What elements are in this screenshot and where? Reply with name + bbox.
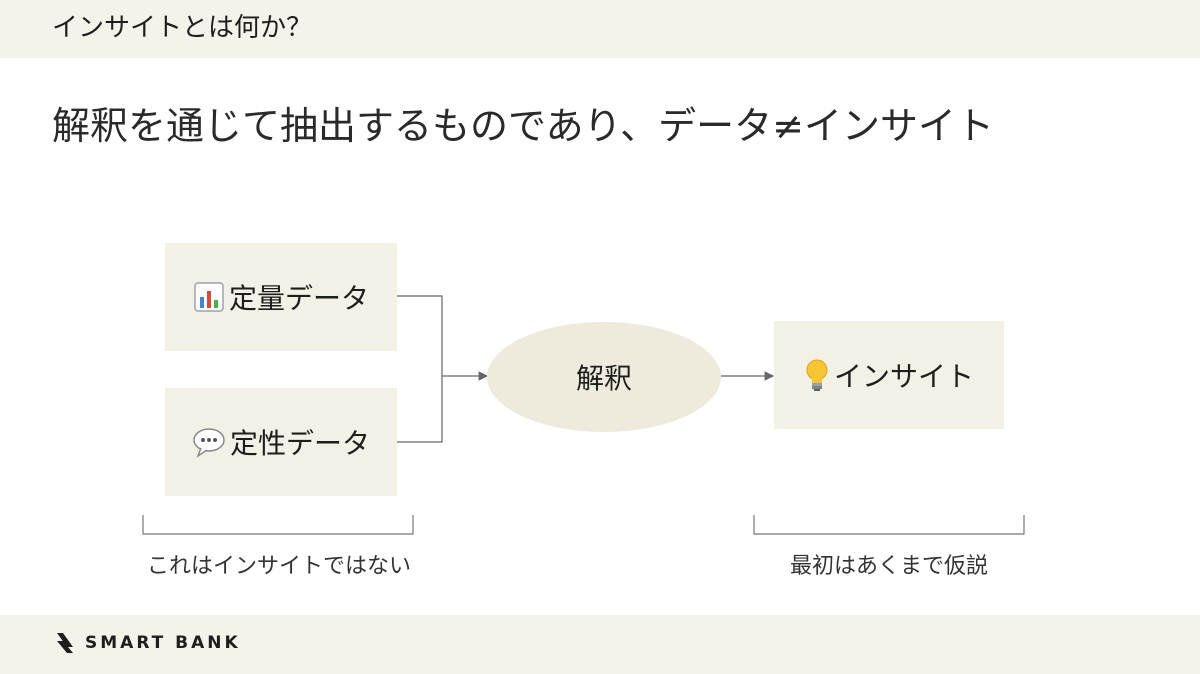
insight-box: インサイト: [774, 321, 1004, 429]
caption-left: これはインサイトではない: [146, 554, 411, 579]
connector-qual: [397, 376, 443, 443]
qualitative-data-label: 定性データ: [229, 427, 370, 460]
bracket-left: [142, 515, 414, 535]
logo-text: SMART BANK: [85, 633, 241, 653]
qualitative-data-box: 定性データ: [165, 388, 397, 496]
footer-bar: SMART BANK: [0, 615, 1200, 674]
header-bar: インサイトとは何か？: [0, 0, 1200, 58]
smartbank-logo-icon: [57, 633, 73, 653]
light-bulb-icon: [804, 358, 830, 392]
interpretation-ellipse: 解釈: [487, 322, 721, 432]
connector-quant: [397, 295, 443, 376]
headline: 解釈を通じて抽出するものであり、データ≠インサイト: [52, 104, 994, 148]
bar-chart-icon: [193, 281, 225, 313]
insight-label: インサイト: [833, 360, 974, 393]
quantitative-data-box: 定量データ: [165, 243, 397, 351]
caption-right: 最初はあくまで仮説: [789, 554, 988, 579]
logo: SMART BANK: [55, 631, 241, 655]
header-title: インサイトとは何か？: [52, 13, 313, 43]
quantitative-data-label: 定量データ: [228, 282, 369, 315]
speech-balloon-icon: [192, 426, 226, 458]
interpretation-label: 解釈: [575, 362, 632, 395]
bracket-right: [753, 515, 1025, 535]
